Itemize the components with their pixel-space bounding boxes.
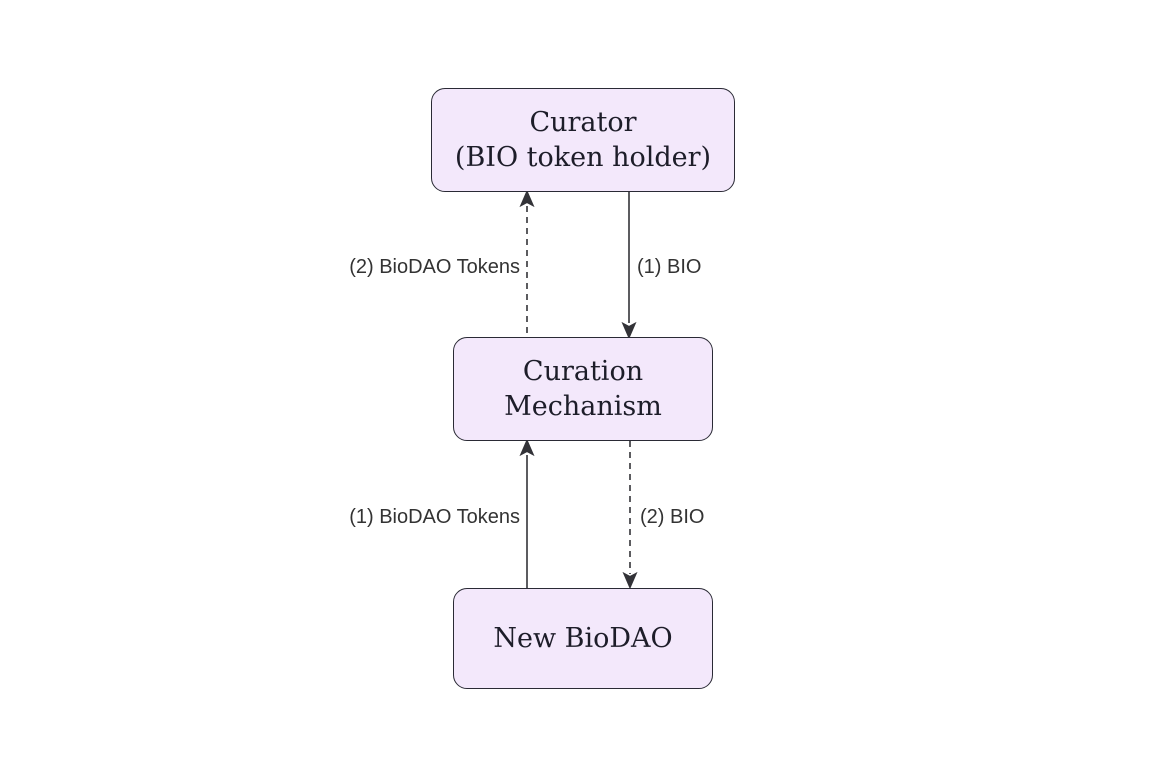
node-curation-mechanism: Curation Mechanism (453, 337, 713, 441)
node-new-biodao-label: New BioDAO (493, 622, 673, 654)
edge-label-bio-to-new-biodao: (2) BIO (640, 506, 705, 528)
arrowhead-up-icon (519, 438, 535, 457)
edge-label-bio-to-mechanism: (1) BIO (637, 256, 702, 278)
arrowhead-down-icon (622, 571, 638, 590)
node-curation-mechanism-label: Curation Mechanism (504, 355, 662, 422)
arrowhead-down-icon (621, 321, 637, 340)
node-curator: Curator (BIO token holder) (431, 88, 735, 192)
edge-label-biodao-tokens-to-curator: (2) BioDAO Tokens (349, 256, 520, 278)
node-new-biodao: New BioDAO (453, 588, 713, 689)
edge-label-biodao-tokens-to-mechanism: (1) BioDAO Tokens (349, 506, 520, 528)
node-curator-label: Curator (BIO token holder) (454, 106, 712, 173)
arrowhead-up-icon (519, 189, 535, 208)
